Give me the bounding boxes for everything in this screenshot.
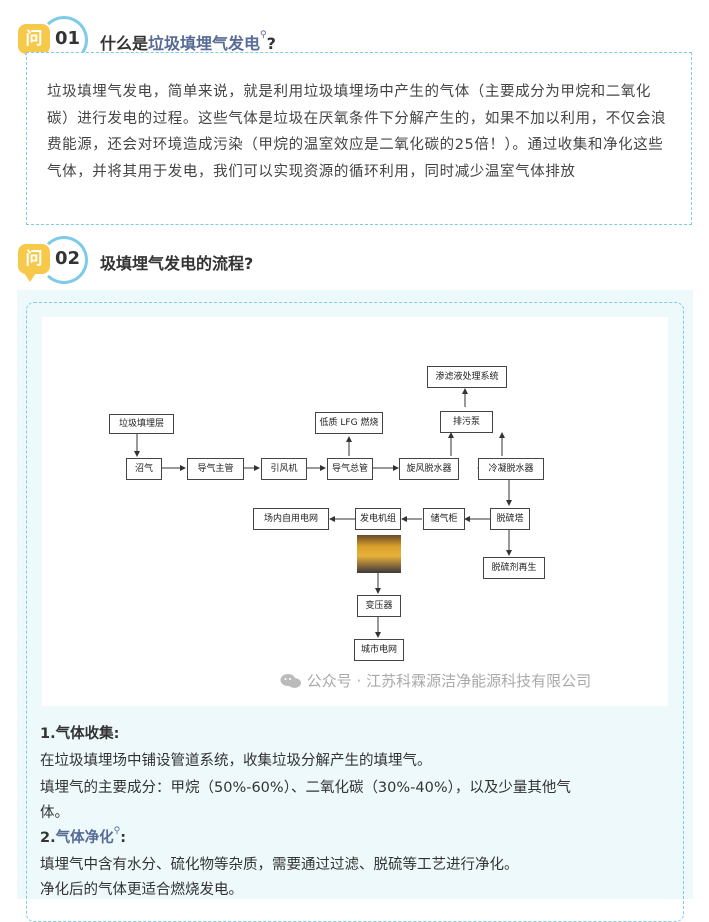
section1-line3: 体。 <box>40 805 69 821</box>
generator-photo <box>357 535 401 573</box>
q2-number: 02 <box>55 248 81 269</box>
search-icon[interactable]: ⚲ <box>260 30 267 40</box>
section2-heading-link[interactable]: 气体净化 <box>55 830 114 846</box>
node-plant-grid: 场内自用电网 <box>253 508 329 530</box>
q1-title-suffix: ? <box>266 34 276 53</box>
q2-question-badge: 问 <box>18 244 50 282</box>
node-condenser-dewater: 冷凝脱水器 <box>478 458 544 480</box>
section1-heading: 1.气体收集: <box>40 726 120 742</box>
node-city-grid: 城市电网 <box>354 639 404 661</box>
q1-answer-box: 垃圾填埋气发电，简单来说，就是利用垃圾填埋场中产生的气体（主要成分为甲烷和二氧化… <box>26 52 692 225</box>
section2-heading-prefix: 2. <box>40 830 56 846</box>
q1-question-badge: 问 <box>18 24 50 62</box>
node-cyclone-dewater: 旋风脱水器 <box>399 458 459 480</box>
q2-title: 圾填埋气发电的流程? <box>100 254 254 273</box>
q1-header: 问 01 什么是垃圾填埋气发电⚲? <box>0 16 709 76</box>
section2-heading-suffix: : <box>120 830 127 846</box>
q2-ring-decoration <box>40 236 88 284</box>
node-drain-pump: 排污泵 <box>440 411 493 433</box>
watermark: 公众号 · 江苏科霖源洁净能源科技有限公司 <box>280 670 591 691</box>
node-biogas: 沼气 <box>126 458 162 480</box>
section2-heading: 2.气体净化⚲: <box>40 826 126 847</box>
node-header-pipe: 导气总管 <box>327 458 373 480</box>
q2-header: 问 02 圾填埋气发电的流程? <box>0 236 709 296</box>
q1-title-prefix: 什么是 <box>100 34 149 53</box>
process-flow-diagram: 垃圾填埋层 沼气 导气主管 引风机 导气总管 低质 LFG 燃烧 旋风脱水器 排… <box>42 317 668 706</box>
q1-title: 什么是垃圾填埋气发电⚲? <box>100 30 276 54</box>
node-transformer: 变压器 <box>357 595 401 617</box>
node-desulfur-tower: 脱硫塔 <box>490 508 530 530</box>
node-induced-fan: 引风机 <box>261 458 307 480</box>
section2-line1: 填埋气中含有水分、硫化物等杂质，需要通过过滤、脱硫等工艺进行净化。 <box>40 857 519 873</box>
section2-line2: 净化后的气体更适合燃烧发电。 <box>40 882 243 898</box>
wechat-icon <box>280 674 301 688</box>
section1-line2: 填埋气的主要成分：甲烷（50%-60%）、二氧化碳（30%-40%），以及少量其… <box>40 780 571 796</box>
q1-title-link[interactable]: 垃圾填埋气发电 <box>148 34 261 53</box>
node-desulfurizer-regen: 脱硫剂再生 <box>483 557 545 579</box>
watermark-text: 公众号 · 江苏科霖源洁净能源科技有限公司 <box>306 672 592 690</box>
q1-number: 01 <box>55 28 81 49</box>
node-landfill-layer: 垃圾填埋层 <box>109 414 174 434</box>
search-icon[interactable]: ⚲ <box>113 826 121 836</box>
q1-answer-text: 垃圾填埋气发电，简单来说，就是利用垃圾填埋场中产生的气体（主要成分为甲烷和二氧化… <box>47 84 667 180</box>
section1-line1: 在垃圾填埋场中铺设管道系统，收集垃圾分解产生的填埋气。 <box>40 753 432 769</box>
node-main-pipe: 导气主管 <box>187 458 244 480</box>
node-gas-holder: 储气柜 <box>423 508 465 530</box>
node-low-lfg-burn: 低质 LFG 燃烧 <box>315 412 383 434</box>
node-generator-set: 发电机组 <box>355 508 401 530</box>
node-leachate-system: 渗滤液处理系统 <box>427 366 507 388</box>
